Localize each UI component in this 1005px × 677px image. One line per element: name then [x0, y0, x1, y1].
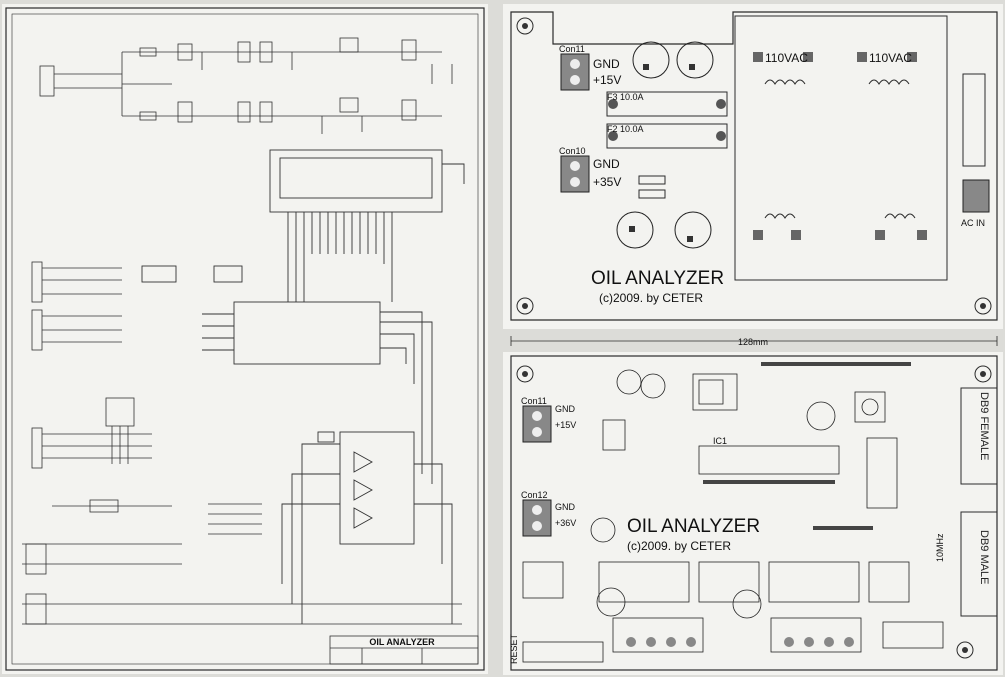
main-board-copyright: (c)2009. by CETER — [627, 539, 731, 553]
main-con12-36v: +36V — [555, 518, 576, 528]
main-board: Con11 GND +15V Con12 GND +36V IC1 DB9 — [503, 352, 1003, 675]
input-filter-stage — [39, 37, 453, 134]
left-connectors — [31, 261, 152, 469]
dimension-line: 128mm — [503, 332, 1003, 350]
fuse-f2: F2 10.0A — [607, 124, 644, 134]
lcd-module — [269, 149, 465, 284]
schematic-title: OIL ANALYZER — [369, 637, 435, 647]
schematic-sheet: OIL ANALYZER — [2, 4, 488, 674]
tap-110vac-2: 110VAC — [869, 51, 912, 65]
opamp-block — [281, 431, 453, 624]
main-con11-ref: Con11 — [521, 396, 547, 406]
power-board-drawing: Con11 GND +15V Con10 GND +35V F3 10.0A F… — [510, 11, 998, 321]
con11-15v: +15V — [593, 73, 621, 87]
con11-ref: Con11 — [559, 44, 585, 54]
main-con12-ref: Con12 — [521, 490, 548, 500]
ac-in-label: AC IN — [961, 218, 985, 228]
power-board-title: OIL ANALYZER — [591, 268, 724, 289]
power-board-copyright: (c)2009. by CETER — [599, 291, 703, 305]
db9-female-label: DB9 FEMALE — [978, 392, 990, 460]
fuse-f3: F3 10.0A — [607, 92, 644, 102]
crystal-label: 10MHz — [935, 533, 945, 562]
main-board-drawing: Con11 GND +15V Con12 GND +36V IC1 DB9 — [509, 355, 998, 671]
microcontroller — [141, 265, 433, 484]
main-con11-15v: +15V — [555, 420, 576, 430]
main-con11-gnd: GND — [555, 404, 576, 414]
main-board-title: OIL ANALYZER — [627, 516, 760, 537]
dimension-label: 128mm — [738, 337, 768, 347]
ic1-label: IC1 — [713, 436, 727, 446]
con11-gnd: GND — [593, 57, 620, 71]
tap-110vac-1: 110VAC — [765, 51, 808, 65]
db9-male-label: DB9 MALE — [978, 530, 990, 584]
title-block — [329, 635, 479, 665]
main-con12-gnd: GND — [555, 502, 576, 512]
con10-ref: Con10 — [559, 146, 586, 156]
schematic-drawing: OIL ANALYZER — [5, 7, 485, 671]
bottom-circuitry — [22, 499, 462, 625]
con10-gnd: GND — [593, 157, 620, 171]
con10-35v: +35V — [593, 175, 621, 189]
power-board: Con11 GND +15V Con10 GND +35V F3 10.0A F… — [503, 4, 1003, 329]
reset-label: RESET — [509, 633, 519, 664]
